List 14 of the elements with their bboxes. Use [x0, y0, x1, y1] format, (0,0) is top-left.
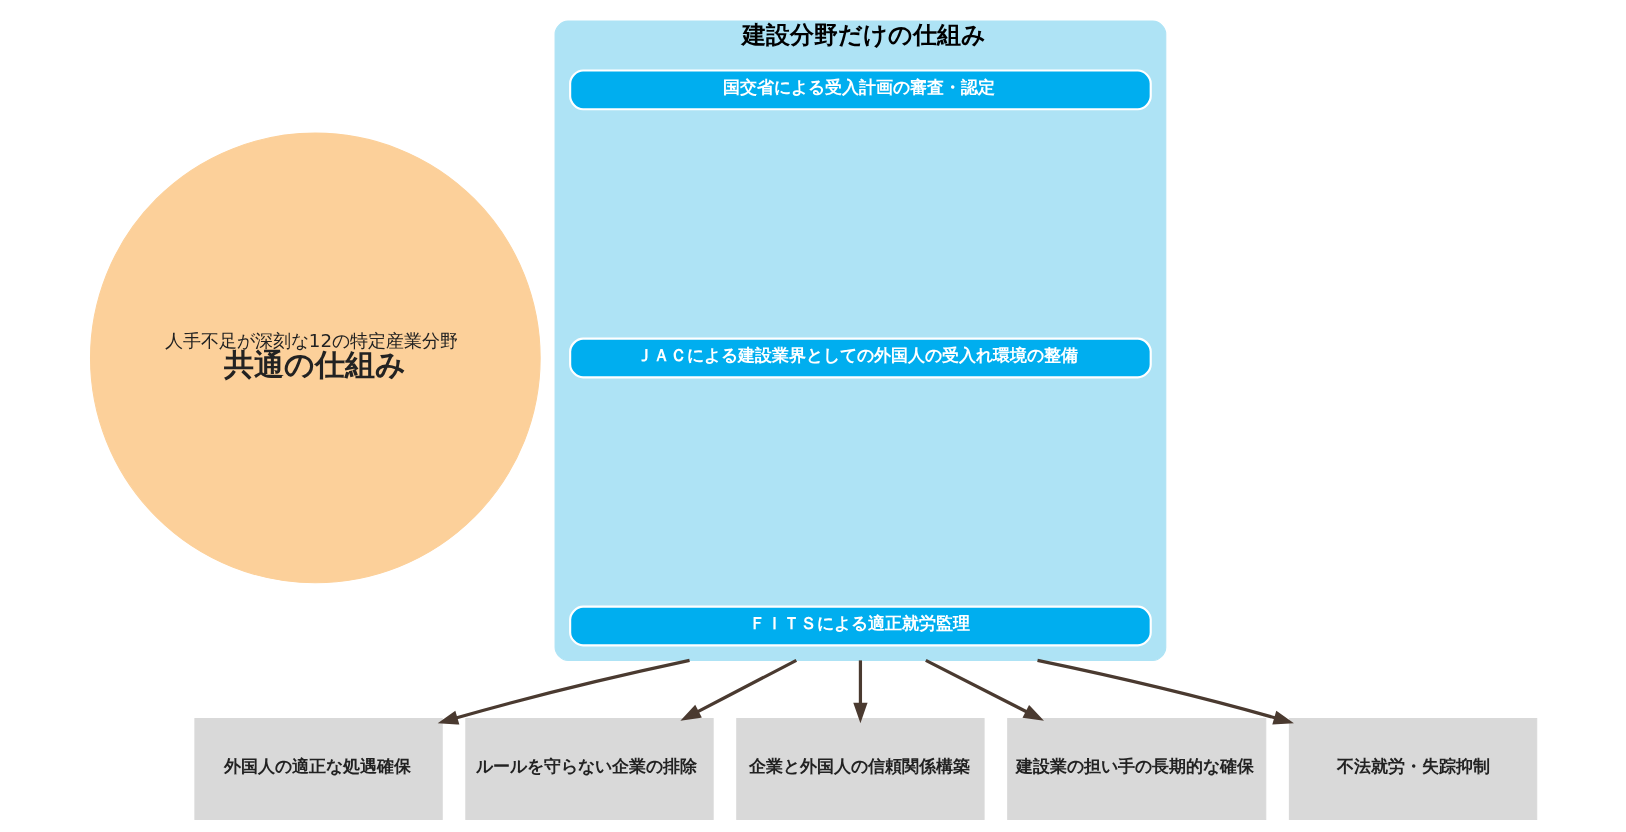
arrow [437, 658, 690, 725]
arrow [852, 660, 868, 724]
node-box: 外国人の適正な処遇確保 [193, 717, 443, 821]
node-box: 国交省による受入計画の審査・認定 [568, 69, 1152, 111]
node-box: ルールを守らない企業の排除 [464, 717, 714, 821]
arrow [679, 658, 797, 721]
node-box: ＪＡＣによる建設業界としての外国人の受入れ環境の整備 [568, 337, 1152, 379]
node-box: 不法就労・失踪抑制 [1288, 717, 1537, 821]
node-box: 企業と外国人の信頼関係構築 [735, 717, 985, 821]
node-circle: 人手不足が深刻な12の特定産業分野 共通の仕組み [89, 132, 541, 584]
node-box: ＦＩＴＳによる適正就労監理 [568, 605, 1152, 647]
node-box: 建設業の担い手の長期的な確保 [1006, 717, 1266, 821]
arrow [1036, 658, 1294, 725]
arrow [924, 658, 1044, 721]
